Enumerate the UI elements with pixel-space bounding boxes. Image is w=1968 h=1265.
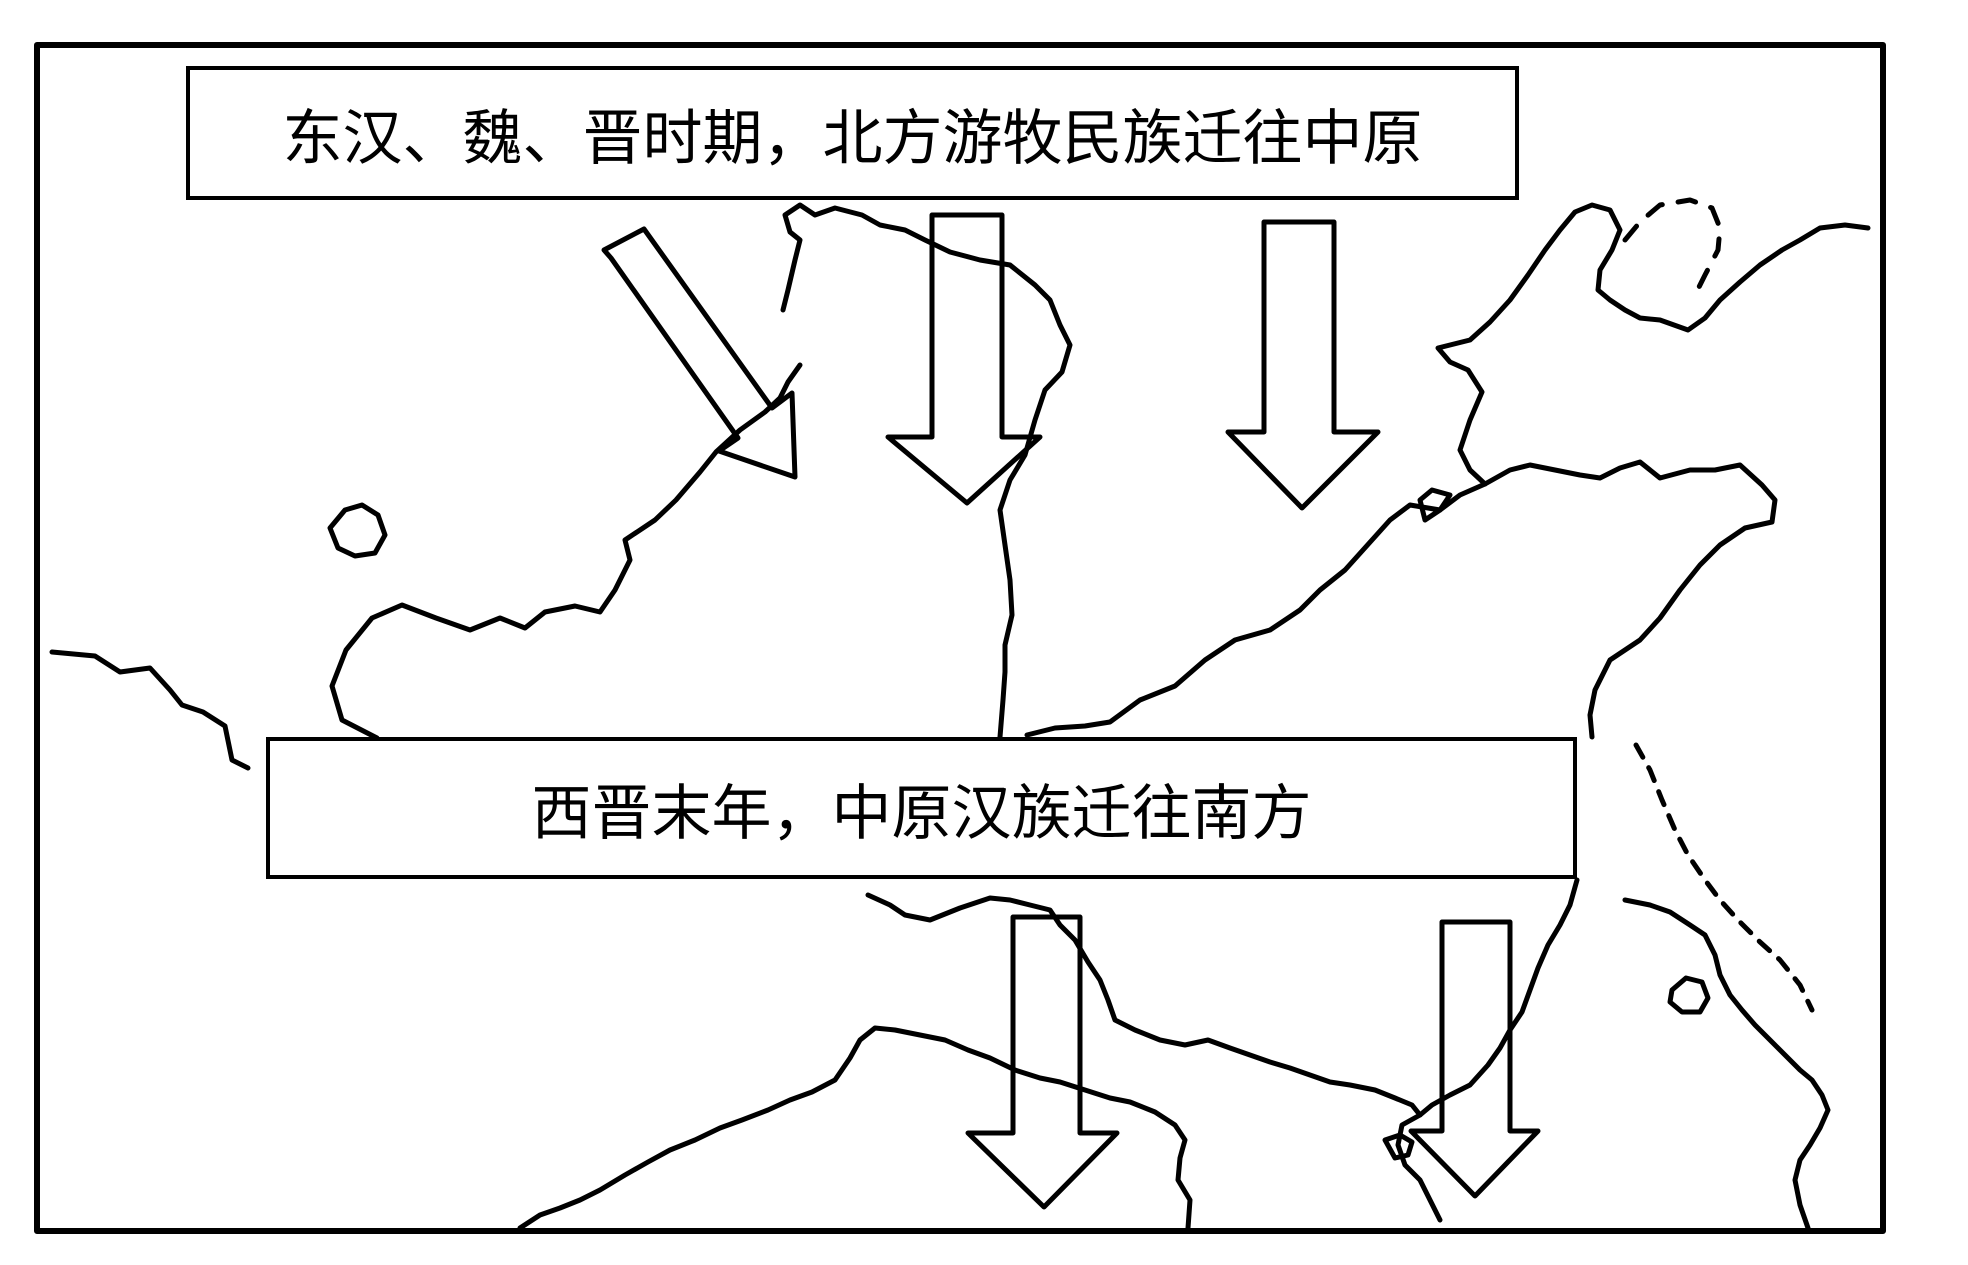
island-south (1667, 975, 1711, 1015)
caption-south-text: 西晋末年，中原汉族迁往南方 (531, 778, 1312, 849)
coast-liaodong (1435, 202, 1871, 487)
coast-shandong-detail (1417, 487, 1453, 523)
migration-arrow-south-2 (1408, 919, 1541, 1199)
map-frame (34, 42, 1886, 1234)
coastline-north (49, 649, 251, 771)
coast-south-detail (1382, 1132, 1415, 1161)
caption-north-migration: 东汉、魏、晋时期，北方游牧民族迁往中原 (186, 66, 1519, 200)
island-northwest (327, 502, 388, 559)
migration-arrow-northwest (601, 226, 798, 480)
caption-south-migration: 西晋末年，中原汉族迁往南方 (266, 737, 1577, 879)
border-yangtze (865, 892, 1443, 1223)
coast-east-china (1417, 877, 1580, 1118)
border-coast-bohai (1024, 459, 1778, 740)
migration-arrow-south-1 (965, 914, 1120, 1210)
migration-arrow-north-1 (885, 212, 1043, 506)
border-south-west (517, 1025, 1193, 1231)
caption-north-text: 东汉、魏、晋时期，北方游牧民族迁往中原 (282, 103, 1423, 174)
coast-southeast (1622, 897, 1831, 1231)
migration-arrow-north-2 (1225, 219, 1381, 511)
coast-korea-dash (1622, 197, 1723, 298)
border-northwest (329, 362, 803, 741)
coast-taiwan-dash (1633, 742, 1815, 1013)
border-ordos (780, 202, 1073, 740)
